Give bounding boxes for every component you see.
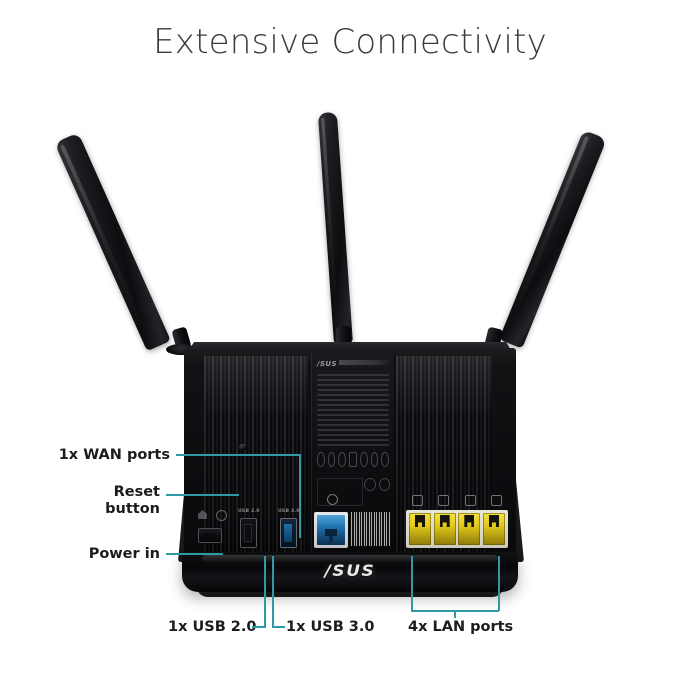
lan-port-2[interactable] <box>433 513 456 545</box>
label-spec-lines <box>317 374 389 449</box>
page-title: Extensive Connectivity <box>153 22 547 62</box>
wan-port[interactable] <box>314 512 348 548</box>
antenna-left-blade <box>54 132 171 352</box>
lan-port-1[interactable] <box>409 513 431 545</box>
chassis-foot <box>196 585 504 597</box>
label-text-block <box>317 478 363 506</box>
certification-marks-row-2 <box>364 478 390 504</box>
certification-marks-row <box>317 446 390 472</box>
usb-3-0-port[interactable] <box>280 518 297 548</box>
leader-line-wan-vertical <box>299 454 301 538</box>
lan-port-4[interactable] <box>482 513 505 545</box>
antenna-left <box>54 132 171 352</box>
callout-label-usb3: 1x USB 3.0 <box>286 619 375 636</box>
usb3-silkscreen-label: USB 3.0 <box>278 509 300 514</box>
callout-reset-line1: Reset <box>113 484 160 500</box>
callout-label-power: Power in <box>0 546 160 563</box>
leader-line-reset <box>166 494 239 496</box>
callout-label-lan: 4x LAN ports <box>408 619 513 636</box>
wan-port-jack <box>317 515 345 545</box>
usb2-silkscreen-label: USB 2.0 <box>238 509 260 514</box>
io-port-row: USB 2.0 USB 3.0 <box>184 494 516 556</box>
antenna-right <box>498 129 607 349</box>
reset-button[interactable] <box>239 444 246 451</box>
power-input-jack[interactable] <box>198 528 222 543</box>
usb-2-0-port[interactable] <box>240 518 257 548</box>
leader-line-lan-right <box>498 556 500 611</box>
leader-line-lan-stem <box>454 610 456 618</box>
leader-line-usb2-horizontal <box>252 626 266 628</box>
callout-reset-line2: button <box>105 501 160 518</box>
wan-icon <box>327 494 338 505</box>
antenna-center <box>317 111 353 345</box>
home-icon <box>198 510 207 519</box>
leader-line-wan-horizontal <box>176 454 300 456</box>
callout-label-wan: 1x WAN ports <box>0 447 170 464</box>
router-product-illustration: /SUS USB 2.0 USB 3.0 <box>54 111 607 600</box>
callout-power-line1: Power in <box>88 546 160 562</box>
label-model-text <box>339 360 391 365</box>
leader-line-lan-left <box>411 556 413 611</box>
antenna-right-blade <box>498 129 607 349</box>
callout-usb2-line1: 1x USB 2.0 <box>168 619 257 635</box>
antenna-left-collar <box>166 344 196 355</box>
lan-port-bank <box>406 510 508 548</box>
leader-line-usb3-horizontal <box>272 626 285 628</box>
barcode <box>350 512 390 546</box>
callout-lan-line1: 4x LAN ports <box>408 619 514 635</box>
callout-label-usb2: 1x USB 2.0 <box>168 619 257 636</box>
power-icon <box>216 510 227 521</box>
antenna-center-blade <box>317 111 353 345</box>
leader-line-usb2-vertical <box>264 556 266 626</box>
label-brand: /SUS <box>317 360 337 368</box>
callout-wan-line1: 1x WAN ports <box>58 447 170 463</box>
callout-label-reset: Reset button <box>0 484 160 518</box>
leader-line-power <box>166 553 223 555</box>
callout-usb3-line1: 1x USB 3.0 <box>286 619 375 635</box>
lan-port-3[interactable] <box>458 513 481 545</box>
lan-port-icons <box>406 495 508 506</box>
leader-line-usb3-vertical <box>272 556 274 626</box>
asus-logo: /SUS <box>324 561 376 580</box>
